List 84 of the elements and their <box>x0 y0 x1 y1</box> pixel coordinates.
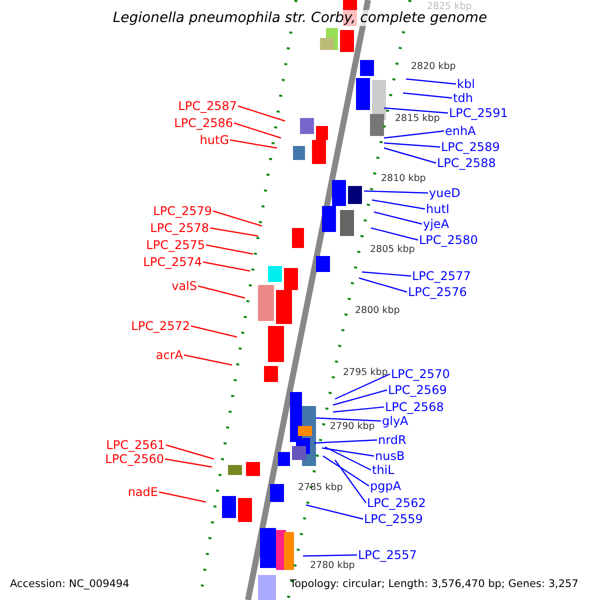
gene-label: LPC_2572 <box>131 319 190 333</box>
leader-line <box>384 147 436 164</box>
leader-line <box>316 417 382 422</box>
gene-label: valS <box>172 279 197 293</box>
scale-tick-label: 2810 kbp <box>381 174 426 184</box>
footer-text: Topology: circular; Length: 3,576,470 bp; Genes: 3,257 <box>290 577 578 591</box>
gene-label: glyA <box>382 414 408 428</box>
scale-tick-label: 2805 kbp <box>370 245 415 255</box>
gene-label: LPC_2557 <box>358 548 417 562</box>
gene-label: LPC_2568 <box>385 400 444 414</box>
scale-tick-label: 2790 kbp <box>330 422 375 432</box>
scale-tick-label: 2780 kbp <box>310 561 355 571</box>
gene-label: LPC_2586 <box>174 116 233 130</box>
gene-label: LPC_2575 <box>146 238 205 252</box>
gene-label: LPC_2587 <box>178 99 237 113</box>
leader-line <box>322 447 374 457</box>
gene-label: hutI <box>426 202 450 216</box>
leader-line <box>324 446 372 471</box>
leader-line <box>238 105 286 122</box>
leader-line <box>384 107 448 114</box>
leader-line <box>210 227 258 237</box>
scale-tick-label: 2795 kbp <box>343 368 388 378</box>
gene-label: LPC_2559 <box>364 512 423 526</box>
leader-line <box>166 444 214 460</box>
leader-line <box>384 130 444 139</box>
leader-line <box>306 504 364 520</box>
leader-line <box>322 456 370 486</box>
leader-line <box>384 142 440 148</box>
gene-label: pgpA <box>370 479 402 493</box>
gene-label: enhA <box>445 124 476 138</box>
gene-label: LPC_2562 <box>367 496 426 510</box>
leader-line <box>334 373 390 400</box>
leader-line <box>164 458 212 468</box>
leader-line <box>406 78 456 85</box>
gene-label: LPC_2560 <box>105 452 164 466</box>
leader-line <box>402 92 452 99</box>
leader-line <box>230 139 278 149</box>
gene-label: nadE <box>128 485 158 499</box>
gene-label: yjeA <box>423 217 450 231</box>
gene-label: LPC_2574 <box>143 255 202 269</box>
gene-label: LPC_2570 <box>391 367 450 381</box>
leader-line <box>370 227 418 241</box>
scale-tick-label: 2785 kbp <box>298 483 343 493</box>
leader-line <box>364 190 428 194</box>
gene-label: tdh <box>453 91 473 105</box>
leader-line <box>314 439 378 444</box>
leader-line <box>334 460 366 504</box>
leader-line <box>374 211 422 225</box>
leader-line <box>212 210 262 227</box>
gene-label: LPC_2588 <box>437 156 496 170</box>
gene-label: LPC_2589 <box>441 140 500 154</box>
leader-line <box>372 199 426 210</box>
gene-label: LPC_2576 <box>408 285 467 299</box>
gene-label: yueD <box>429 186 460 200</box>
gene-label: LPC_2577 <box>412 269 471 283</box>
gene-label: acrA <box>156 348 183 362</box>
gene-label: LPC_2578 <box>150 221 209 235</box>
leader-line <box>202 261 250 272</box>
gene-label: thiL <box>372 463 394 477</box>
scale-tick-label: 2820 kbp <box>411 62 456 72</box>
leader-line <box>302 554 358 557</box>
leader-line <box>206 244 254 255</box>
scale-tick-label: 2825 kbp <box>427 2 472 12</box>
leader-line <box>362 271 412 277</box>
gene-label: LPC_2580 <box>419 233 478 247</box>
leader-line <box>332 406 384 413</box>
gene-label: kbl <box>457 77 475 91</box>
gene-label: LPC_2561 <box>106 438 165 452</box>
footer-text: Accession: NC_009494 <box>10 577 130 591</box>
leader-line <box>158 491 206 503</box>
leader-line <box>184 354 232 366</box>
scale-tick-label: 2800 kbp <box>355 306 400 316</box>
leader-line <box>332 389 388 406</box>
gene-label: nusB <box>375 449 405 463</box>
gene-label: hutG <box>200 133 229 147</box>
scale-tick-label: 2815 kbp <box>395 114 440 124</box>
gene-label: nrdR <box>378 433 406 447</box>
gene-label: LPC_2569 <box>388 383 447 397</box>
leader-line <box>190 325 238 338</box>
leader-line <box>198 285 246 299</box>
gene-label: LPC_2591 <box>449 106 508 120</box>
leader-line <box>358 277 408 293</box>
gene-label: LPC_2579 <box>153 204 212 218</box>
leader-line <box>234 122 282 139</box>
